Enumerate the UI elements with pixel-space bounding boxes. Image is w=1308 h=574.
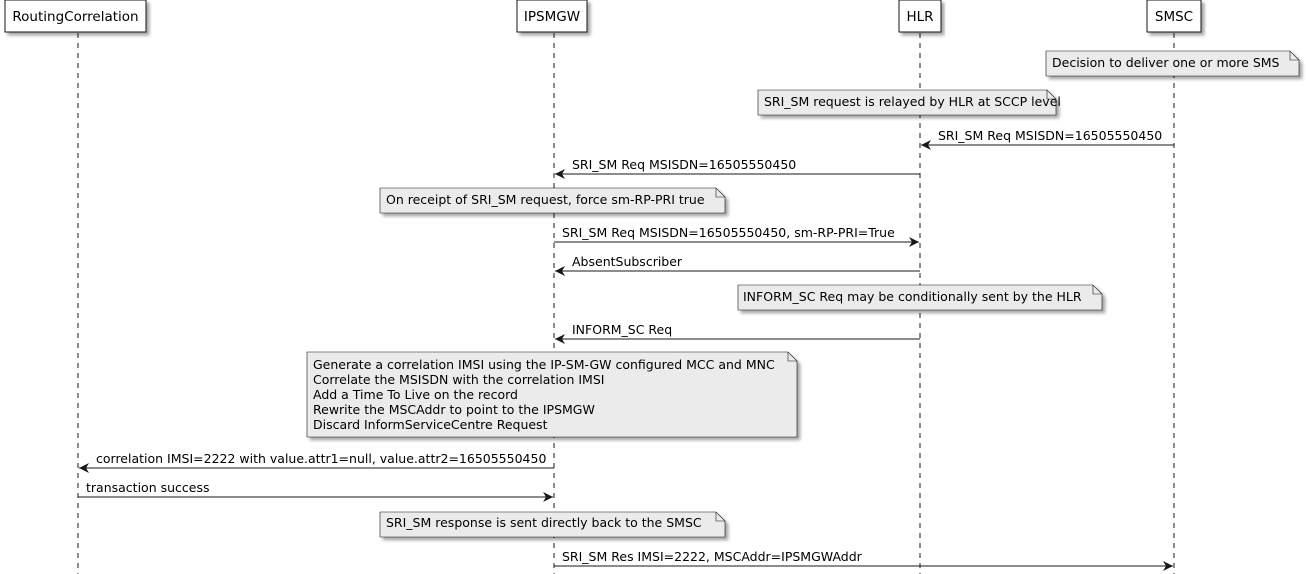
messages: SRI_SM Req MSISDN=16505550450 SRI_SM Req… <box>78 128 1174 571</box>
note-text-line: Discard InformServiceCentre Request <box>313 417 548 432</box>
message-transaction-success: transaction success <box>78 480 553 502</box>
message-label: SRI_SM Req MSISDN=16505550450 <box>572 157 796 172</box>
message-label: SRI_SM Req MSISDN=16505550450, sm-RP-PRI… <box>562 225 895 240</box>
participant-hlr: HLR <box>898 0 942 33</box>
message-label: correlation IMSI=2222 with value.attr1=n… <box>96 451 546 466</box>
message-label: SRI_SM Req MSISDN=16505550450 <box>938 128 1162 143</box>
message-correlation-imsi: correlation IMSI=2222 with value.attr1=n… <box>79 451 554 473</box>
note-decision-to-deliver: Decision to deliver one or more SMS <box>1045 50 1300 77</box>
participant-routingcorrelation: RoutingCorrelation <box>4 0 147 33</box>
note-text-line: Rewrite the MSCAddr to point to the IPSM… <box>313 402 595 417</box>
note-force-sm-rp-pri: On receipt of SRI_SM request, force sm-R… <box>379 187 726 214</box>
participant-label: IPSMGW <box>524 9 580 25</box>
note-inform-sc-conditional: INFORM_SC Req may be conditionally sent … <box>737 284 1103 311</box>
participants: RoutingCorrelation IPSMGW HLR SMSC <box>4 0 1202 33</box>
note-text: SRI_SM request is relayed by HLR at SCCP… <box>764 94 1061 109</box>
note-response-to-smsc: SRI_SM response is sent directly back to… <box>379 511 726 538</box>
note-correlation-steps: Generate a correlation IMSI using the IP… <box>306 351 798 438</box>
message-inform-sc-req: INFORM_SC Req <box>555 322 920 344</box>
notes: Decision to deliver one or more SMS SRI_… <box>306 50 1300 538</box>
participant-label: SMSC <box>1155 9 1193 25</box>
note-text: INFORM_SC Req may be conditionally sent … <box>743 289 1082 304</box>
message-absent-subscriber: AbsentSubscriber <box>555 254 920 276</box>
participant-smsc: SMSC <box>1146 0 1202 33</box>
message-sri-sm-req-hlr-to-ipsmgw: SRI_SM Req MSISDN=16505550450 <box>555 157 920 179</box>
participant-label: RoutingCorrelation <box>12 9 138 25</box>
note-text-line: Correlate the MSISDN with the correlatio… <box>313 372 604 387</box>
note-text: SRI_SM response is sent directly back to… <box>386 515 702 530</box>
message-label: AbsentSubscriber <box>572 254 683 269</box>
message-label: INFORM_SC Req <box>572 322 672 337</box>
participant-label: HLR <box>906 9 933 25</box>
note-text-line: Generate a correlation IMSI using the IP… <box>313 357 775 372</box>
note-text: On receipt of SRI_SM request, force sm-R… <box>386 192 705 207</box>
message-label: SRI_SM Res IMSI=2222, MSCAddr=IPSMGWAddr <box>562 549 863 564</box>
message-sri-sm-req-smsc-to-hlr: SRI_SM Req MSISDN=16505550450 <box>921 128 1174 150</box>
message-sri-sm-res: SRI_SM Res IMSI=2222, MSCAddr=IPSMGWAddr <box>554 549 1173 571</box>
message-label: transaction success <box>86 480 209 495</box>
note-text: Decision to deliver one or more SMS <box>1052 55 1280 70</box>
note-sri-sm-relayed: SRI_SM request is relayed by HLR at SCCP… <box>757 89 1061 116</box>
participant-ipsmgw: IPSMGW <box>516 0 588 33</box>
message-sri-sm-req-ipsmgw-to-hlr: SRI_SM Req MSISDN=16505550450, sm-RP-PRI… <box>554 225 919 247</box>
note-text-line: Add a Time To Live on the record <box>313 387 518 402</box>
